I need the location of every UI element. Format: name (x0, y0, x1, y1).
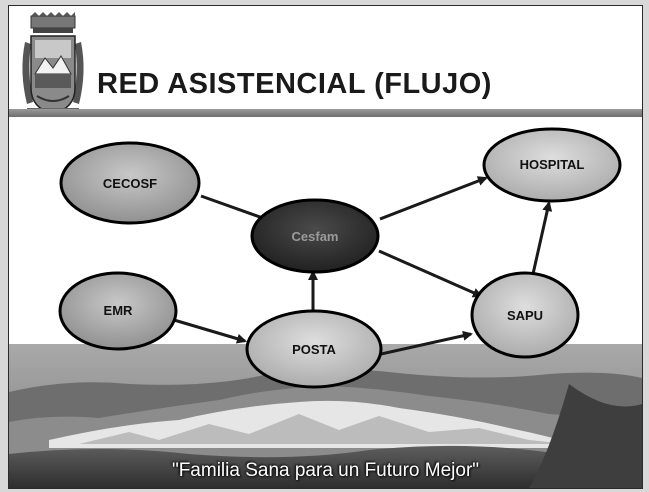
node-cecosf-label: CECOSF (103, 176, 157, 191)
node-hospital: HOSPITAL (482, 127, 622, 203)
node-posta: POSTA (245, 309, 383, 389)
node-hospital-label: HOSPITAL (520, 157, 585, 172)
slogan-text: "Familia Sana para un Futuro Mejor" (171, 460, 480, 481)
title-divider (9, 109, 642, 117)
node-cesfam: Cesfam (250, 198, 380, 274)
edge-cesfam-hospital (379, 176, 488, 221)
node-cesfam-label: Cesfam (292, 229, 339, 244)
node-cecosf: CECOSF (59, 141, 201, 225)
slide-title: RED ASISTENCIAL (FLUJO) (97, 68, 492, 100)
node-sapu: SAPU (470, 271, 580, 359)
slide-header: RED ASISTENCIAL (FLUJO) (9, 6, 642, 118)
care-network-diagram: CECOSF Cesfam HOSPITAL EMR POSTA SAPU (58, 127, 622, 389)
edge-emr-posta (173, 318, 247, 344)
node-emr: EMR (58, 271, 178, 351)
edge-posta-sapu (380, 330, 473, 356)
edge-cesfam-sapu (378, 249, 483, 298)
node-sapu-label: SAPU (507, 308, 543, 323)
node-posta-label: POSTA (292, 342, 336, 357)
slide: RED ASISTENCIAL (FLUJO) (8, 5, 643, 489)
node-emr-label: EMR (104, 303, 134, 318)
edge-sapu-hospital (531, 201, 553, 275)
